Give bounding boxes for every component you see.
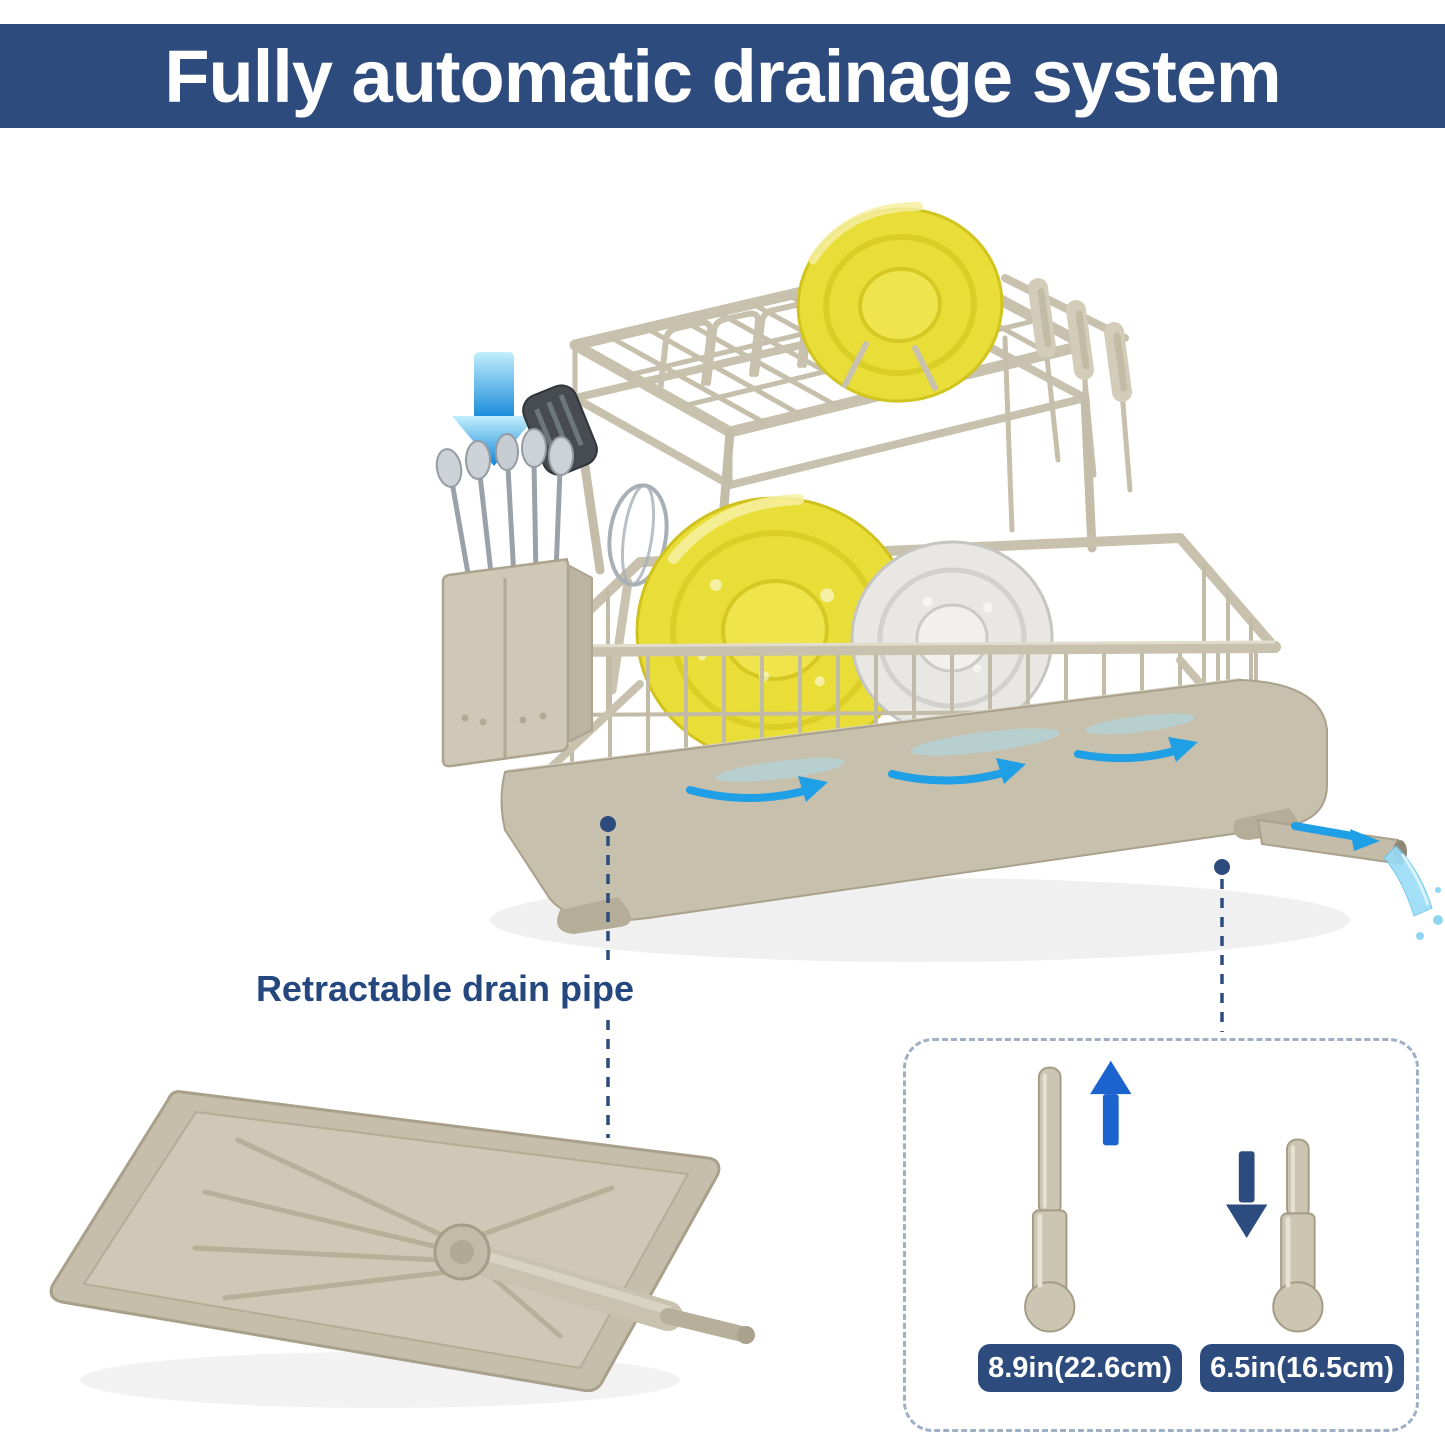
- illustration-canvas: Retractable drain pipe: [0, 130, 1445, 1446]
- retract-pipe-down-arrow-icon: [1225, 1151, 1268, 1238]
- dish-rack-illustration: [49, 201, 1443, 1408]
- header-banner: Fully automatic drainage system: [0, 24, 1445, 128]
- place-down-arrow-icon: [452, 352, 536, 466]
- tray-grooves: [192, 1137, 615, 1339]
- hanging-utensils: [1001, 274, 1133, 493]
- water-flow: [686, 713, 1198, 802]
- retractable-pipe-on-tray: [433, 1223, 755, 1344]
- drain-tray-illustration: [49, 1090, 755, 1408]
- pipe-length-badge-retracted: 6.5in(16.5cm): [1200, 1344, 1404, 1392]
- connector-dot-icon: [600, 816, 616, 832]
- dish-rack: [435, 201, 1443, 940]
- cutlery-holder: [441, 558, 593, 768]
- drain-spout: [1256, 818, 1443, 940]
- pipe-extended: [1024, 1066, 1076, 1333]
- pipe-retracted: [1272, 1138, 1324, 1333]
- leader-line-spout: [1214, 859, 1230, 1032]
- drain-water-stream: [1383, 845, 1443, 940]
- connector-dot-icon: [1214, 859, 1230, 875]
- drain-pipe-label: Retractable drain pipe: [255, 968, 635, 1009]
- pipe-size-panel: [903, 1038, 1419, 1432]
- pipe-size-diagram: [1024, 1060, 1324, 1333]
- banner-title: Fully automatic drainage system: [164, 34, 1281, 118]
- basket-plates: [635, 493, 1054, 764]
- cutlery-items: [435, 384, 669, 695]
- extend-pipe-up-arrow-icon: [1090, 1060, 1132, 1146]
- drain-flow-arrow-icon: [686, 737, 1198, 802]
- whisk: [607, 483, 669, 695]
- top-tier-plate: [796, 201, 1004, 403]
- leader-line-drain-pipe: [600, 816, 616, 1138]
- pipe-length-badge-extended: 8.9in(22.6cm): [978, 1344, 1182, 1392]
